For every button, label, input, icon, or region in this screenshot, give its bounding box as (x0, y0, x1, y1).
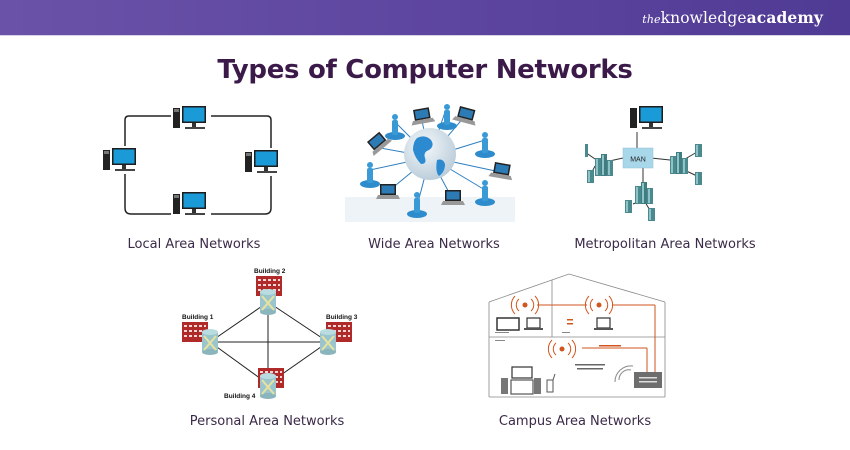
user-icon (475, 132, 495, 158)
lan-diagram (101, 104, 283, 218)
server-icon (587, 170, 594, 183)
building-label: Building 2 (254, 268, 286, 275)
building-label: Building 4 (224, 393, 256, 400)
node-icon (201, 328, 219, 356)
page-title: Types of Computer Networks (217, 55, 633, 85)
base-station (634, 372, 662, 388)
phone-icon (546, 373, 556, 393)
header-banner: theknowledgeacademy (0, 0, 850, 36)
computer-icon (171, 190, 211, 218)
wan-label: Wide Area Networks (368, 237, 500, 252)
computer-icon (171, 104, 211, 132)
laptop-icon (376, 184, 400, 199)
server-icon (585, 144, 588, 157)
server-icon (695, 172, 702, 185)
node-icon (319, 328, 337, 356)
user-icon (385, 114, 405, 140)
server-icon (648, 208, 655, 221)
computer-icon (101, 146, 141, 174)
man-hub (622, 147, 654, 169)
node-icon (259, 288, 277, 316)
user-icon (360, 162, 380, 188)
pan-label: Personal Area Networks (189, 414, 345, 429)
globe-icon (404, 128, 456, 180)
home-theater-icon (501, 366, 541, 395)
can-diagram (488, 273, 666, 398)
server-cluster-icon (595, 154, 613, 176)
tv-icon (496, 317, 520, 331)
laptop-icon (524, 317, 543, 330)
man-hub-label: MAN (630, 157, 646, 164)
server-icon (695, 144, 702, 157)
can-label: Campus Area Networks (498, 414, 652, 429)
laptop-icon (363, 129, 392, 157)
building-label: Building 3 (326, 314, 358, 321)
user-icon (475, 180, 495, 206)
laptop-icon (409, 106, 436, 126)
building-label: Building 1 (182, 314, 214, 321)
laptop-icon (452, 104, 480, 126)
node-icon (259, 372, 277, 400)
brand-logo[interactable]: theknowledgeacademy (642, 8, 823, 27)
lan-label: Local Area Networks (127, 237, 261, 252)
user-icon (437, 104, 457, 130)
pan-diagram: Building 2 Building 1 Building 3 Buildin… (182, 268, 358, 400)
wifi-icon (510, 295, 540, 315)
man-label: Metropolitan Area Networks (574, 237, 756, 252)
server-icon (625, 200, 632, 213)
laptop-icon (594, 317, 613, 330)
wifi-icon (547, 339, 577, 359)
wifi-icon (584, 295, 614, 315)
computer-icon (630, 106, 663, 129)
wan-diagram (345, 104, 515, 222)
ring-cable (124, 115, 272, 215)
server-cluster-icon (635, 182, 653, 204)
server-cluster-icon (670, 152, 688, 174)
computer-icon (243, 148, 283, 176)
man-diagram: MAN (585, 106, 702, 221)
